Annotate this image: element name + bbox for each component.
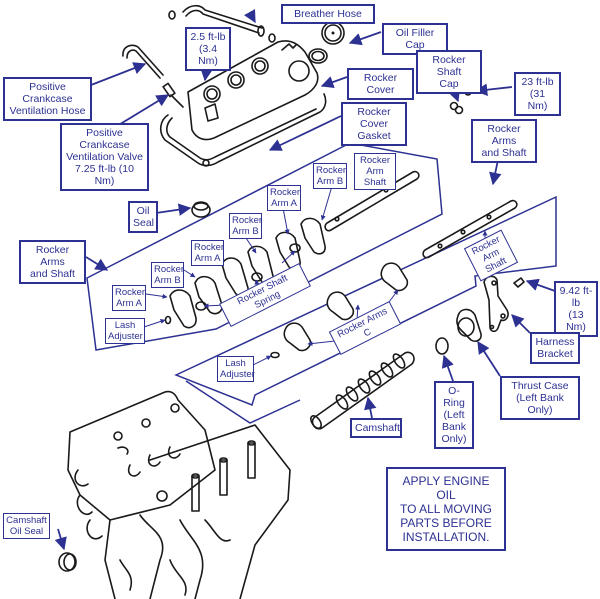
installation-note: APPLY ENGINE OIL TO ALL MOVING PARTS BEF… bbox=[386, 467, 506, 551]
lower-frame-edge bbox=[185, 380, 301, 424]
label-harness-bracket: Harness Bracket bbox=[530, 332, 580, 364]
label-rocker-arm-shaft-left: Rocker Arm Shaft bbox=[354, 153, 396, 190]
o-ring-part bbox=[435, 337, 449, 355]
harness-bracket-part bbox=[483, 275, 525, 333]
label-breather-hose: Breather Hose bbox=[281, 4, 375, 24]
breather-hose bbox=[168, 4, 276, 43]
oil-filler-cap bbox=[308, 21, 345, 64]
right-bank-frame bbox=[174, 195, 557, 406]
left-rocker-shaft bbox=[324, 170, 420, 232]
label-rocker-cover-gasket: Rocker Cover Gasket bbox=[341, 102, 407, 146]
label-pcv-hose: Positive Crankcase Ventilation Hose bbox=[3, 77, 92, 121]
camshaft-part bbox=[310, 351, 415, 430]
label-torque-pcv-cover: 2.5 ft-lb (3.4 Nm) bbox=[185, 27, 231, 71]
label-rocker-arms-and-shaft-left: Rocker Arms and Shaft bbox=[19, 240, 86, 284]
label-rocker-arm-b-1: Rocker Arm B bbox=[151, 262, 184, 288]
label-rocker-arm-b-2: Rocker Arm B bbox=[229, 213, 262, 239]
label-thrust-case: Thrust Case (Left Bank Only) bbox=[500, 376, 580, 420]
label-camshaft: Camshaft bbox=[350, 418, 402, 438]
label-rocker-arms-and-shaft-right: Rocker Arms and Shaft bbox=[471, 119, 537, 163]
rocker-cover-gasket bbox=[159, 93, 327, 167]
rocker-arms-c bbox=[270, 262, 409, 359]
right-rocker-shaft bbox=[422, 199, 518, 259]
thrust-case-part bbox=[456, 308, 482, 342]
rocker-cover bbox=[187, 40, 319, 141]
label-camshaft-oil-seal: Camshaft Oil Seal bbox=[3, 513, 50, 539]
label-rocker-shaft-cap: Rocker Shaft Cap bbox=[416, 50, 482, 94]
label-rocker-cover: Rocker Cover bbox=[347, 68, 414, 100]
camshaft-oil-seal-part bbox=[58, 552, 77, 572]
label-pcv-valve: Positive Crankcase Ventilation Valve 7.2… bbox=[60, 123, 149, 191]
label-rocker-arm-a-2: Rocker Arm A bbox=[191, 240, 224, 266]
label-rocker-arm-b-3: Rocker Arm B bbox=[313, 163, 347, 189]
label-torque-shaft-cap: 23 ft-lb (31 Nm) bbox=[514, 72, 561, 116]
pcv-hose bbox=[122, 44, 184, 108]
label-rocker-arm-a-3: Rocker Arm A bbox=[267, 185, 301, 211]
label-o-ring: O-Ring (Left Bank Only) bbox=[434, 381, 474, 449]
engine-block bbox=[67, 390, 291, 599]
oil-seal-part bbox=[191, 201, 211, 218]
label-oil-seal: Oil Seal bbox=[128, 201, 158, 233]
label-lash-adjuster-left: Lash Adjuster bbox=[105, 318, 145, 344]
label-oil-filler-cap: Oil Filler Cap bbox=[382, 23, 448, 55]
label-lash-adjuster-right: Lash Adjuster bbox=[217, 356, 255, 382]
label-rocker-arm-a-1: Rocker Arm A bbox=[112, 285, 146, 311]
label-torque-bracket: 9.42 ft-lb (13 Nm) bbox=[554, 281, 598, 337]
